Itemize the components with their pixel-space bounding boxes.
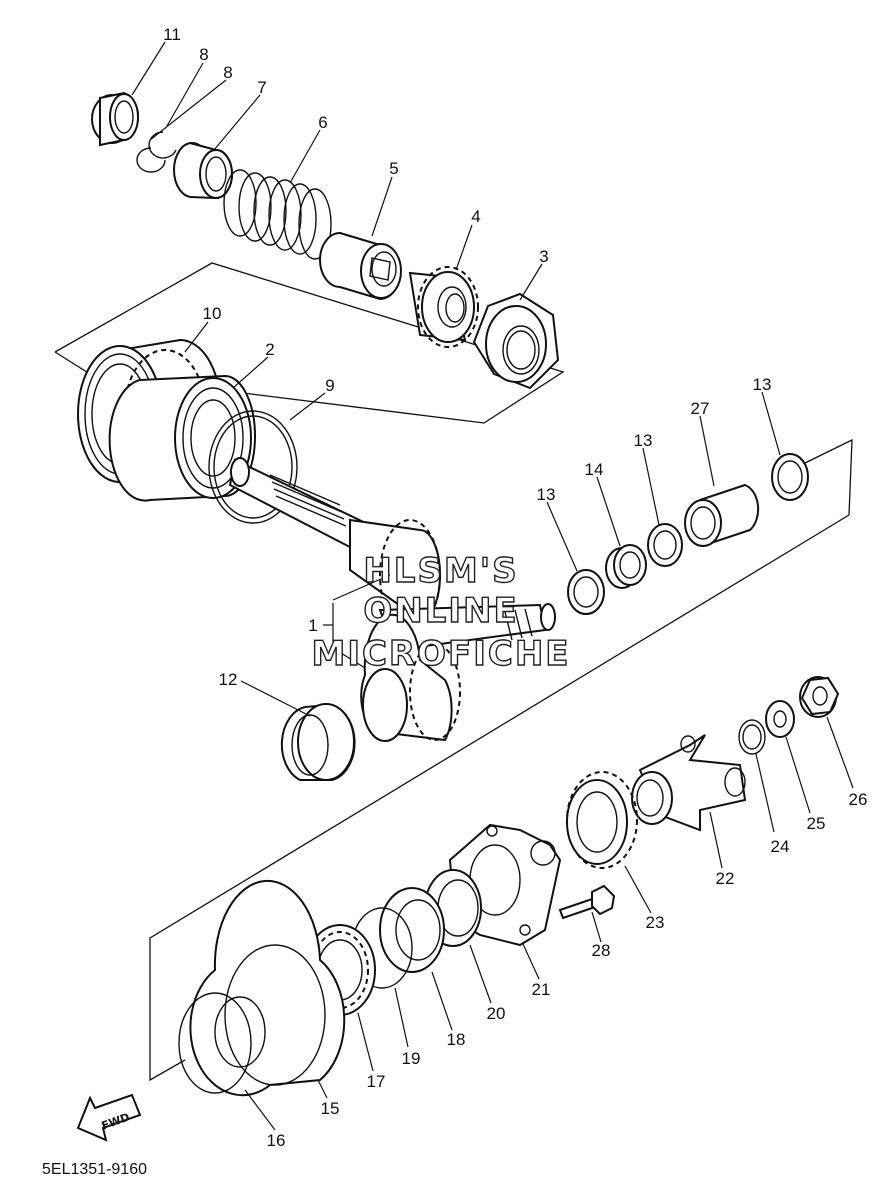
part-13-washer-a [567, 569, 605, 615]
diagram-code: 5EL1351-9160 [42, 1161, 147, 1178]
callout-2: 2 [265, 340, 274, 359]
callout-15: 15 [321, 1099, 340, 1118]
part-25-washer [765, 700, 795, 738]
callout-10: 10 [203, 304, 222, 323]
fwd-arrow-icon: FWD [76, 1093, 142, 1142]
callout-5: 5 [389, 159, 398, 178]
part-18-bearing [379, 887, 445, 973]
part-14-spring-washer [605, 544, 647, 589]
watermark-line-3: MICROFICHE [311, 634, 570, 674]
callout-labels: 11 8 8 7 6 5 4 3 10 2 9 13 27 13 14 13 1… [163, 25, 867, 1150]
callout-14: 14 [585, 460, 604, 479]
part-7-collar [173, 142, 233, 200]
part-12-needle-bearing [280, 703, 356, 781]
assembly-outline [54, 262, 853, 1082]
part-1-pinion-shaft [228, 457, 556, 742]
part-13-washer-c [771, 453, 809, 501]
part-11-needle-bearing [91, 91, 140, 147]
callout-17: 17 [367, 1072, 386, 1091]
callout-8b: 8 [223, 63, 232, 82]
callout-22: 22 [716, 869, 735, 888]
callout-9: 9 [325, 376, 334, 395]
part-28-bolt [558, 884, 616, 920]
callout-3: 3 [539, 247, 548, 266]
part-9-o-ring [208, 410, 298, 524]
callout-16: 16 [267, 1131, 286, 1150]
part-27-spacer [684, 483, 760, 547]
callout-13-mid: 13 [634, 431, 653, 450]
part-3-nut [472, 292, 560, 390]
part-15-housing [189, 879, 346, 1097]
callout-7: 7 [257, 78, 266, 97]
part-22-yoke [631, 734, 747, 832]
callout-25: 25 [807, 814, 826, 833]
callout-23: 23 [646, 913, 665, 932]
callout-12: 12 [219, 670, 238, 689]
part-13-washer-b [647, 523, 683, 567]
callout-4: 4 [471, 207, 480, 226]
callout-1: 1 [308, 616, 317, 635]
callout-11: 11 [163, 25, 181, 44]
part-4-gear [408, 266, 479, 348]
callout-18: 18 [447, 1030, 466, 1049]
watermark-line-2: ONLINE [363, 591, 518, 631]
callout-19: 19 [402, 1049, 421, 1068]
part-24-washer [738, 719, 766, 755]
part-6-spring [223, 169, 332, 260]
callout-13-top: 13 [753, 375, 772, 394]
part-2-ball-bearing [108, 374, 256, 502]
callout-20: 20 [487, 1004, 506, 1023]
callout-26: 26 [849, 790, 868, 809]
callout-8a: 8 [199, 45, 208, 64]
callout-13-low: 13 [537, 485, 556, 504]
part-23-gear [566, 771, 638, 869]
callout-28: 28 [592, 941, 611, 960]
watermark-line-1: HLSM'S [363, 551, 518, 591]
part-8-circlip [136, 131, 177, 173]
part-26-flange-nut [799, 676, 840, 718]
part-16-o-ring [178, 992, 252, 1094]
callout-6: 6 [318, 113, 327, 132]
part-5-slotted-collar [319, 231, 402, 301]
watermark: HLSM'S ONLINE MICROFICHE [311, 550, 570, 674]
callout-24: 24 [771, 837, 790, 856]
callout-21: 21 [532, 980, 551, 999]
callout-27: 27 [691, 399, 710, 418]
leader-lines [131, 41, 854, 1131]
